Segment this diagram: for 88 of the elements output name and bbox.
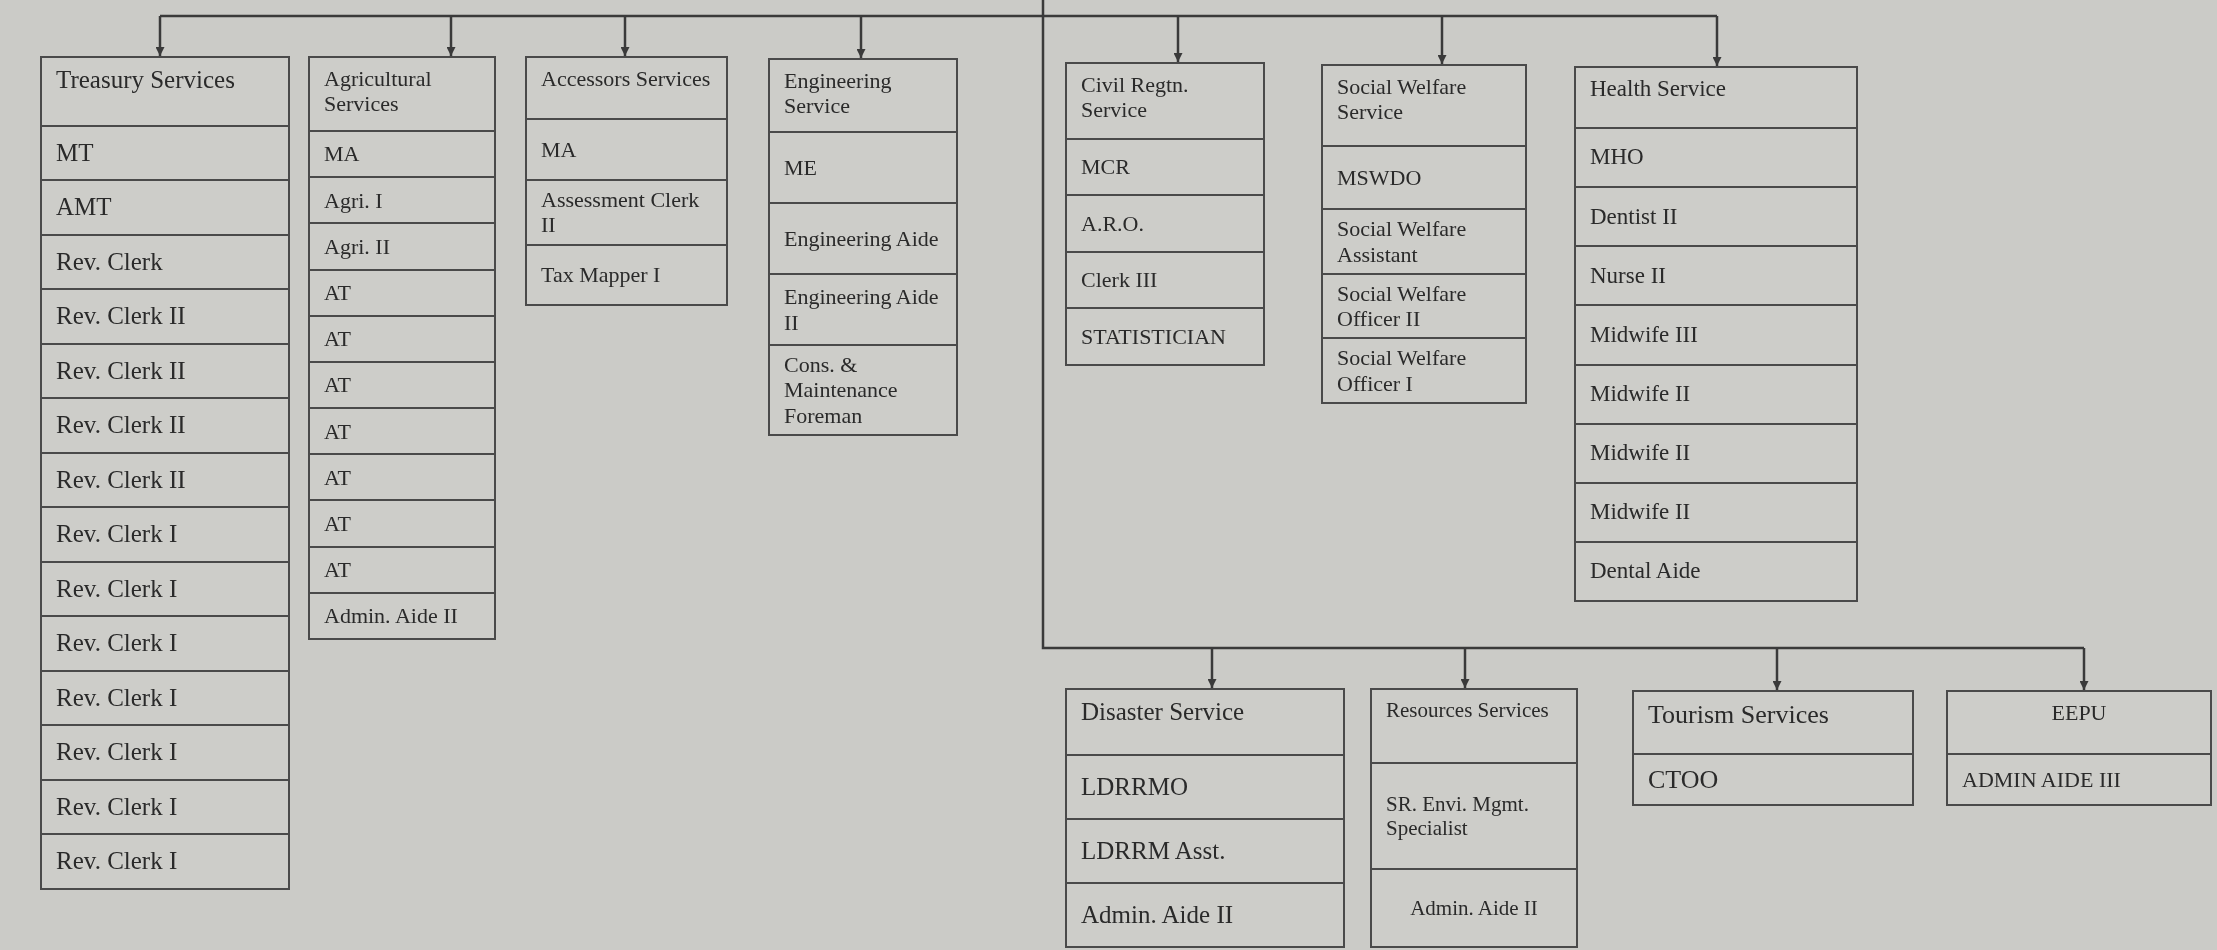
position-cell: Rev. Clerk [42,233,288,289]
position-cell: AT [310,314,494,361]
position-cell: ADMIN AIDE III [1948,753,2210,804]
position-cell: Rev. Clerk II [42,288,288,343]
position-column [1065,688,1345,948]
position-cell: Rev. Clerk II [42,397,288,452]
position-cell: LDRRM Asst. [1067,818,1343,882]
column-header: Treasury Services [55,65,236,95]
position-cell: Rev. Clerk I [42,560,288,616]
position-column [1574,66,1858,602]
position-cell: Rev. Clerk I [42,724,288,779]
position-cell: Rev. Clerk I [42,615,288,670]
position-cell: Dentist II [1576,186,1856,246]
position-column [1321,64,1527,404]
position-cell: Social Welfare Officer I [1323,337,1525,402]
arrow [1772,648,1782,690]
arrow [1460,648,1470,688]
position-column [40,56,290,890]
position-cell: MT [42,124,288,180]
position-cell: A.R.O. [1067,194,1263,251]
arrow [155,16,165,56]
position-column [1632,690,1914,806]
arrow [856,16,866,58]
arrow [2079,648,2089,690]
position-cell: AT [310,360,494,408]
position-cell: Engineering Aide [770,202,956,274]
position-column [525,56,728,306]
column-header: Health Service [1589,75,1728,103]
arrow [446,16,456,56]
column-header: Resources Services [1385,697,1550,724]
column-header: Civil Regtn. Service [1080,71,1190,125]
position-cell: Rev. Clerk I [42,778,288,834]
column-header: Accessors Services [540,65,712,93]
position-cell: Engineering Aide II [770,273,956,345]
column-header: Social Welfare Service [1336,73,1468,127]
position-cell: Rev. Clerk I [42,506,288,561]
column-header: Agricultural Services [323,65,433,119]
position-cell: Admin. Aide II [1372,868,1576,946]
position-cell: Dental Aide [1576,540,1856,600]
position-cell: MA [527,118,726,179]
position-cell: Cons. & Maintenance Foreman [770,344,956,434]
position-cell: Rev. Clerk II [42,451,288,507]
position-cell: MHO [1576,127,1856,187]
position-cell: Admin. Aide II [1067,882,1343,946]
position-cell: AT [310,499,494,546]
position-cell: Rev. Clerk I [42,669,288,725]
position-cell: SR. Envi. Mgmt. Specialist [1372,761,1576,869]
position-cell: Midwife II [1576,422,1856,482]
column-header: Disaster Service [1080,697,1246,727]
position-column [308,56,496,640]
position-cell: MCR [1067,137,1263,195]
position-cell: CTOO [1634,753,1912,804]
position-column [768,58,958,436]
arrow [620,16,630,56]
column-header: EEPU [2050,699,2108,727]
position-cell: Midwife II [1576,363,1856,423]
position-cell: AT [310,453,494,500]
column-header: Engineering Service [783,67,893,121]
position-cell: LDRRMO [1067,754,1343,818]
position-cell: MA [310,129,494,177]
position-cell: Midwife III [1576,304,1856,364]
position-cell: Nurse II [1576,245,1856,305]
arrow [1437,16,1447,64]
position-cell: Agri. I [310,176,494,223]
position-cell: AT [310,545,494,592]
position-cell: MSWDO [1323,144,1525,209]
position-cell: AMT [42,179,288,234]
position-column [1946,690,2212,806]
position-cell: Agri. II [310,222,494,269]
column-header: Tourism Services [1647,699,1830,731]
arrow [1173,16,1183,62]
position-cell: Social Welfare Assistant [1323,208,1525,273]
position-cell: Social Welfare Officer II [1323,272,1525,338]
position-column [1065,62,1265,366]
position-cell: Assessment Clerk II [527,178,726,244]
position-cell: AT [310,268,494,315]
position-cell: Rev. Clerk I [42,833,288,888]
position-cell: STATISTICIAN [1067,307,1263,364]
position-cell: Rev. Clerk II [42,342,288,398]
position-cell: Tax Mapper I [527,243,726,304]
position-cell: Midwife II [1576,481,1856,541]
position-column [1370,688,1578,948]
position-cell: AT [310,407,494,454]
position-cell: Clerk III [1067,250,1263,308]
position-cell: ME [770,131,956,203]
position-cell: Admin. Aide II [310,591,494,638]
arrow [1207,648,1217,688]
arrow [1712,16,1722,66]
